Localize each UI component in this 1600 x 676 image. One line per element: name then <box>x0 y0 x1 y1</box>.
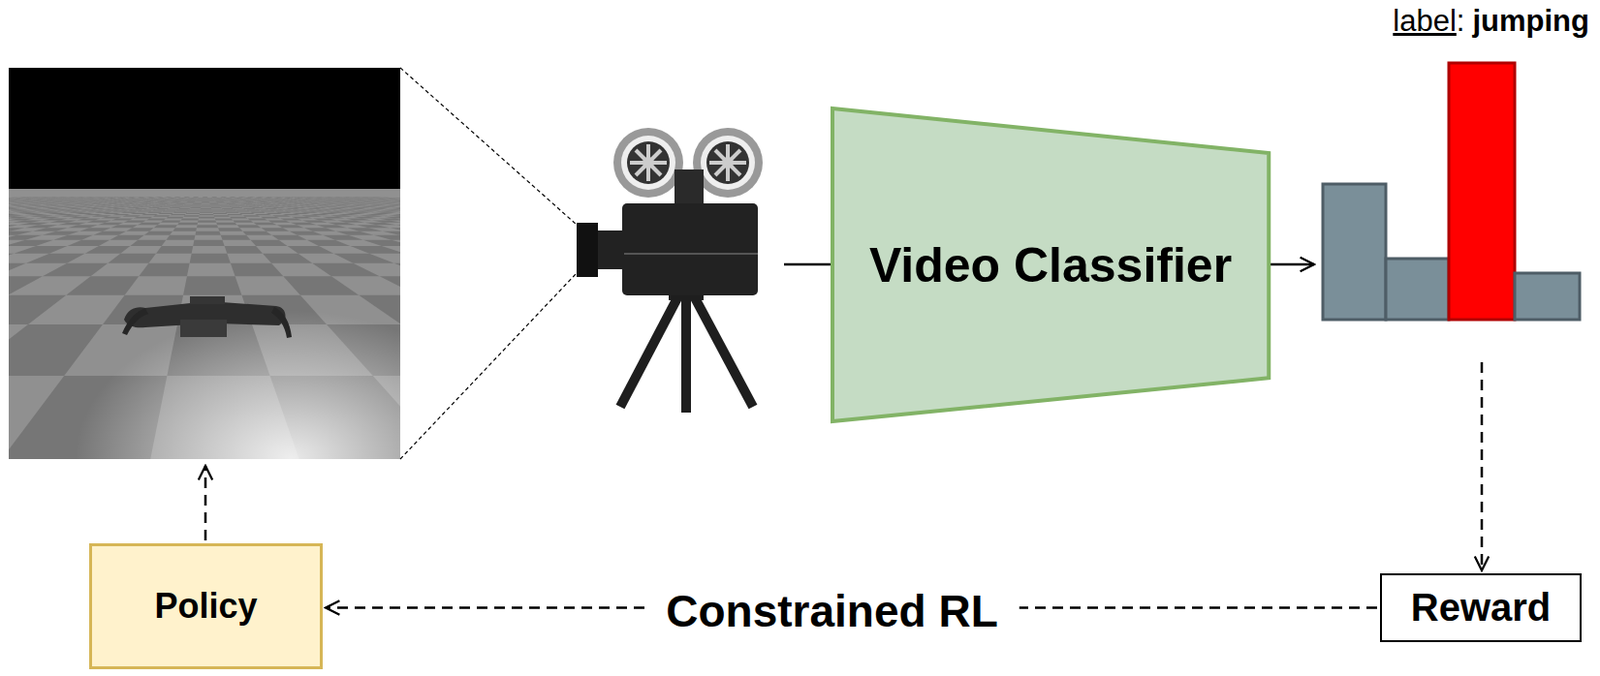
camera-icon-part <box>576 222 598 278</box>
node-label: Policy <box>154 587 257 627</box>
camera-icon-part-part <box>715 150 741 176</box>
camera-icon-part-part <box>635 150 661 176</box>
robot <box>122 296 292 339</box>
trapezoid-shape <box>832 108 1269 422</box>
policy-box: Policy <box>89 543 323 670</box>
robot-part <box>271 307 292 339</box>
node-label: Video Classifier <box>869 238 1232 293</box>
camera-icon-part <box>706 141 750 185</box>
camera-icon-part <box>613 127 684 198</box>
view-lines-part <box>400 273 577 460</box>
camera-icon-part <box>595 230 625 270</box>
camera-icon-part <box>622 203 758 296</box>
camera-icon-part <box>690 290 753 408</box>
label-row: label:jumping <box>1392 3 1590 39</box>
bar-chart-part <box>1385 258 1449 320</box>
camera-icon-part <box>620 290 682 408</box>
robot-part <box>189 296 225 305</box>
reward-box: Reward <box>1380 573 1582 643</box>
bar-chart-part <box>1322 184 1386 320</box>
view-lines-part <box>400 67 577 225</box>
camera-icon-part <box>700 135 755 190</box>
view-lines <box>400 67 577 460</box>
flow-arrows-part <box>204 466 208 541</box>
camera-icon-part <box>681 290 691 413</box>
sky <box>8 67 401 194</box>
bar-chart <box>1322 62 1580 320</box>
camera-icon <box>576 127 763 413</box>
classifier-block: Video Classifier <box>830 106 1271 424</box>
class-label: jumping <box>1472 3 1590 39</box>
camera-icon-part-part <box>715 150 741 176</box>
camera-icon-part <box>674 169 704 207</box>
camera-icon-part <box>627 141 670 185</box>
camera-icon-part <box>621 135 676 190</box>
bar-chart-part <box>1514 273 1580 320</box>
robot-part <box>122 308 149 336</box>
simulation-view <box>8 67 401 460</box>
floor <box>8 188 401 460</box>
robot-part <box>180 319 227 338</box>
bar-chart-part <box>1448 62 1515 320</box>
node-label: Reward <box>1411 586 1552 630</box>
flow-arrows-part <box>1480 362 1484 571</box>
light-spot <box>8 188 401 460</box>
class-label: : <box>1456 3 1466 39</box>
camera-icon-part-part <box>635 150 661 176</box>
camera-icon-part <box>622 252 758 255</box>
edge-label: Constrained RL <box>644 585 1019 639</box>
class-label: label <box>1392 3 1457 39</box>
